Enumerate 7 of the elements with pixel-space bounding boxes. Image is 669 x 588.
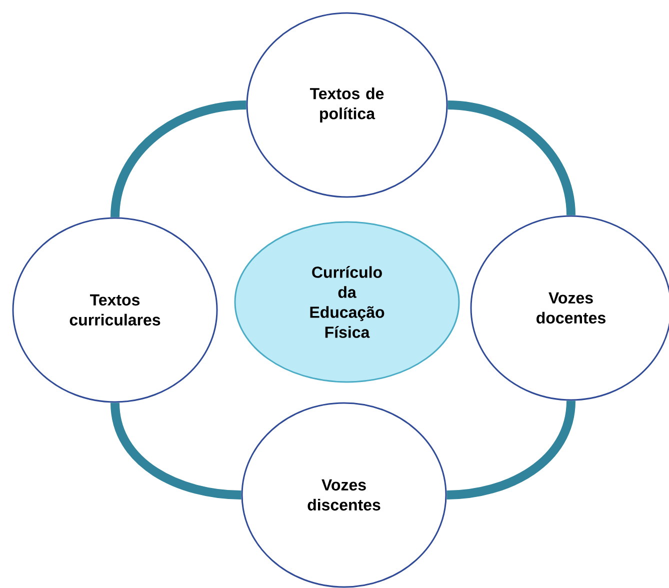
circle-node: Vozes discentes: [241, 402, 447, 588]
circle-node: Textos de política: [246, 12, 448, 198]
ring-arc: [110, 402, 242, 500]
ring-arc: [448, 100, 576, 216]
circle-node: Textos curriculares: [12, 217, 218, 403]
ring-arc: [446, 400, 576, 500]
ring-arc: [110, 100, 246, 218]
